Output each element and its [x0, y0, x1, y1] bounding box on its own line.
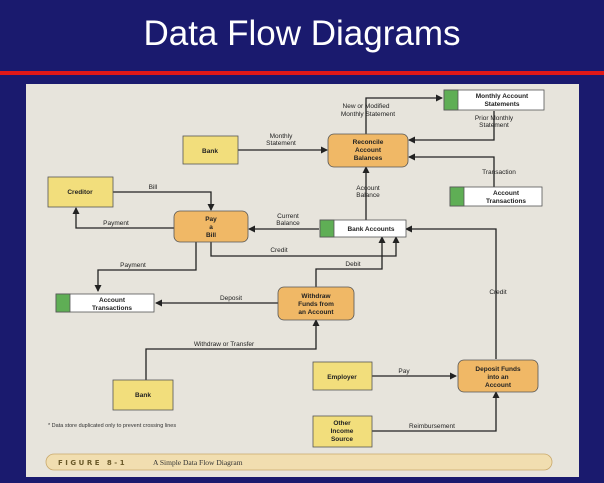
flow-labels: New or Modified Monthly Statement Prior … — [103, 103, 516, 430]
flow-label-payment-left: Payment — [120, 262, 146, 269]
store-monthly-statements-label-1: Monthly Account — [476, 93, 529, 100]
process-withdraw-label-3: an Account — [298, 309, 334, 316]
figure-caption-bar: FIGURE 8-1 A Simple Data Flow Diagram — [45, 453, 553, 471]
flow-lines — [72, 94, 500, 432]
process-reconcile-label-1: Reconcile — [353, 139, 384, 146]
flow-label-pay: Pay — [398, 368, 410, 375]
flow-label-credit-right: Credit — [489, 289, 507, 296]
process-withdraw: Withdraw Funds from an Account — [277, 286, 355, 321]
flow-credit-right — [405, 225, 497, 359]
entity-other-income: Other Income Source — [312, 415, 373, 448]
process-reconcile-label-3: Balances — [354, 155, 383, 162]
store-account-transactions-right: Account Transactions — [449, 186, 543, 207]
flow-new-or-modified — [365, 94, 443, 134]
flow-label-prior-monthly: Prior Monthly — [475, 115, 514, 122]
flow-label-monthly-statement-2: Statement — [266, 140, 296, 147]
store-account-transactions-left: Account Transactions — [55, 293, 155, 313]
flow-debit — [315, 236, 386, 287]
process-reconcile-label-2: Account — [355, 147, 382, 154]
entity-other-income-label-2: Income — [331, 428, 354, 435]
flow-credit-mid — [210, 236, 400, 257]
flow-label-account-balance: Account — [356, 185, 380, 192]
flow-reimbursement — [372, 391, 500, 432]
process-pay-bill-label-1: Pay — [205, 216, 217, 223]
entity-bank-bottom: Bank — [112, 379, 174, 411]
entity-employer-label: Employer — [327, 374, 357, 381]
store-account-transactions-left-label-1: Account — [99, 297, 126, 304]
process-deposit-label-3: Account — [485, 382, 512, 389]
flow-transaction — [408, 153, 495, 187]
process-withdraw-label-2: Funds from — [298, 301, 334, 308]
flow-label-deposit: Deposit — [220, 295, 242, 302]
flow-bill — [113, 191, 215, 211]
store-account-transactions-left-label-2: Transactions — [92, 305, 132, 312]
flow-label-monthly-statement: Monthly — [270, 133, 294, 140]
process-deposit-label-2: into an — [487, 374, 508, 381]
title-divider — [0, 71, 604, 75]
entity-bank-top-label: Bank — [202, 148, 218, 155]
flow-label-debit: Debit — [345, 261, 360, 268]
entity-bank-top: Bank — [182, 135, 239, 165]
process-reconcile: Reconcile Account Balances — [327, 133, 409, 168]
store-bank-accounts-label: Bank Accounts — [347, 226, 394, 233]
flow-payment-top — [72, 207, 174, 229]
flow-label-current-balance-2: Balance — [276, 220, 300, 227]
entity-other-income-label-1: Other — [333, 420, 351, 427]
flow-label-payment-top: Payment — [103, 220, 129, 227]
store-account-transactions-right-label-2: Transactions — [486, 198, 526, 205]
entity-employer: Employer — [312, 361, 373, 391]
entity-other-income-label-3: Source — [331, 436, 353, 443]
process-pay-bill: Pay a Bill — [173, 210, 249, 243]
store-bank-accounts: Bank Accounts — [319, 219, 407, 238]
store-monthly-statements-label-2: Statements — [484, 101, 519, 108]
store-monthly-statements: Monthly Account Statements — [443, 89, 545, 111]
figure-label: FIGURE 8-1 — [58, 459, 127, 467]
flow-label-transaction: Transaction — [482, 169, 516, 176]
entity-creditor-label: Creditor — [67, 189, 93, 196]
process-deposit-label-1: Deposit Funds — [475, 366, 521, 373]
flow-label-account-balance-2: Balance — [356, 192, 380, 199]
flow-prior-monthly — [408, 111, 495, 144]
footnote: * Data store duplicated only to prevent … — [48, 423, 176, 429]
flow-payment-left — [94, 242, 197, 292]
flow-label-withdraw-or-transfer: Withdraw or Transfer — [194, 341, 255, 348]
slide-title: Data Flow Diagrams — [143, 14, 461, 53]
flow-label-bill: Bill — [149, 184, 158, 191]
figure-caption: A Simple Data Flow Diagram — [153, 458, 243, 467]
flow-label-credit-mid: Credit — [270, 247, 288, 254]
flow-label-current-balance: Current — [277, 213, 299, 220]
diagram-page: New or Modified Monthly Statement Prior … — [26, 84, 579, 477]
flow-label-new-or-modified-2: Monthly Statement — [341, 111, 395, 118]
data-flow-diagram: New or Modified Monthly Statement Prior … — [45, 89, 553, 471]
store-account-transactions-right-label-1: Account — [493, 190, 520, 197]
flow-label-reimbursement: Reimbursement — [409, 423, 455, 430]
process-pay-bill-label-3: Bill — [206, 232, 216, 239]
process-pay-bill-label-2: a — [209, 224, 213, 231]
entity-bank-bottom-label: Bank — [135, 392, 151, 399]
flow-label-prior-monthly-2: Statement — [479, 122, 509, 129]
flow-withdraw-or-transfer — [145, 319, 320, 380]
flow-label-new-or-modified: New or Modified — [343, 103, 390, 110]
entity-creditor: Creditor — [47, 176, 114, 208]
process-deposit: Deposit Funds into an Account — [457, 359, 539, 393]
process-withdraw-label-1: Withdraw — [301, 293, 331, 300]
